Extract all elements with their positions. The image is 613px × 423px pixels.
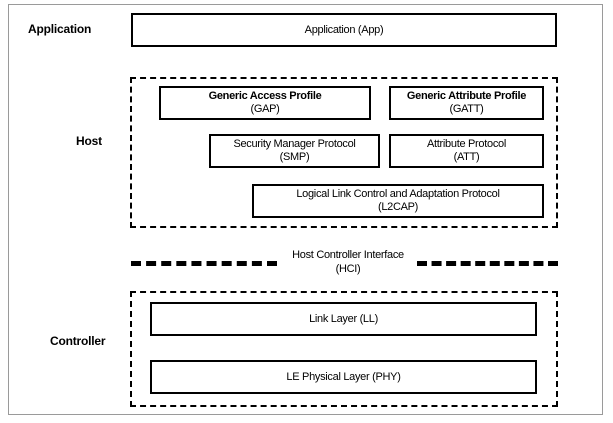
smp-box: Security Manager Protocol (SMP) [209,134,380,168]
host-container [130,77,558,228]
att-box: Attribute Protocol (ATT) [389,134,544,168]
l2cap-title: Logical Link Control and Adaptation Prot… [296,188,500,200]
l2cap-abbr: (L2CAP) [377,201,419,213]
controller-container [130,291,558,407]
hci-title: Host Controller Interface [292,249,404,261]
gatt-title: Generic Attribute Profile [406,90,527,102]
phy-box: LE Physical Layer (PHY) [150,360,537,394]
ll-box: Link Layer (LL) [150,302,537,336]
gatt-abbr: (GATT) [449,103,484,115]
controller-layer-label: Controller [50,334,106,348]
att-title: Attribute Protocol [427,138,506,150]
smp-title: Security Manager Protocol [233,138,356,150]
hci-label: Host Controller Interface (HCI) [280,248,416,276]
host-layer-label: Host [76,134,102,148]
hci-abbr: (HCI) [335,263,361,275]
phy-label: LE Physical Layer (PHY) [286,370,401,383]
hci-dashed-line-right [417,261,558,266]
gap-abbr: (GAP) [250,103,280,115]
ll-label: Link Layer (LL) [309,312,378,325]
hci-dashed-line-left [131,261,277,266]
application-box: Application (App) [131,13,557,47]
smp-abbr: (SMP) [279,151,310,163]
application-box-label: Application (App) [304,23,384,36]
att-abbr: (ATT) [453,151,480,163]
gatt-box: Generic Attribute Profile (GATT) [389,86,544,120]
l2cap-box: Logical Link Control and Adaptation Prot… [252,184,544,218]
application-layer-label: Application [28,22,92,36]
gap-box: Generic Access Profile (GAP) [159,86,371,120]
gap-title: Generic Access Profile [208,90,322,102]
diagram-frame [8,4,603,415]
